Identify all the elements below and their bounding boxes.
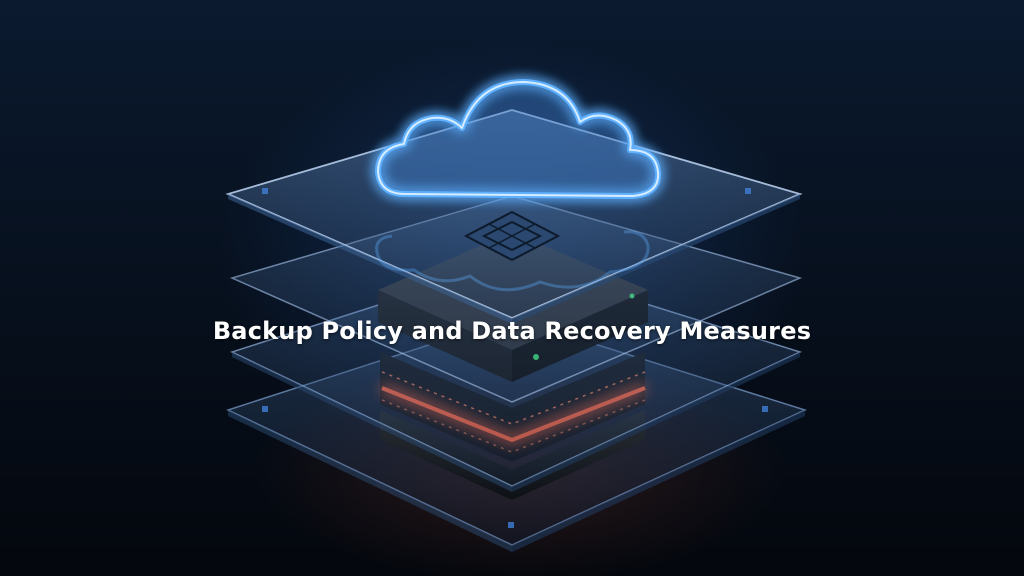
page-title: Backup Policy and Data Recovery Measures [212, 317, 812, 345]
chip-icon [463, 210, 561, 262]
cloud-icon [375, 79, 662, 199]
cloud-reflection [375, 230, 650, 292]
